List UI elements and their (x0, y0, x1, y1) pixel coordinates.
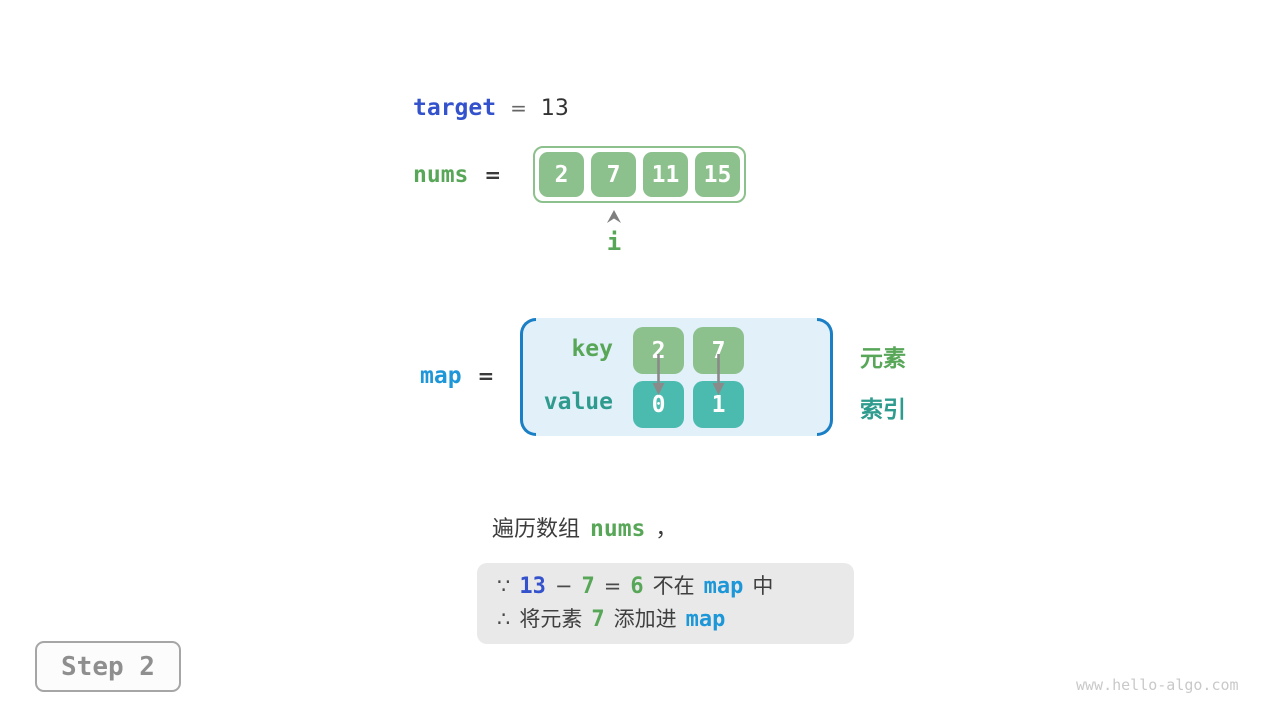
map-equals: = (477, 364, 495, 388)
note-map-ref: map (703, 574, 744, 599)
map-value-annotation: 索引 (860, 397, 906, 423)
nums-variable: nums (413, 162, 469, 188)
therefore-symbol: ∴ (497, 607, 511, 631)
array-cell-value: 11 (651, 161, 680, 188)
array-cell-value: 15 (703, 161, 732, 188)
key-to-value-arrow-icon (652, 354, 665, 395)
map-value-value: 1 (711, 391, 726, 418)
reasoning-line-2: ∴ 将元素 7 添加进 map (497, 603, 854, 636)
map-value-row-label: value (543, 389, 613, 415)
note-text-in: 中 (752, 574, 774, 598)
map-variable: map (420, 363, 462, 389)
note-equals: = (603, 574, 622, 598)
map-key-annotation: 元素 (860, 346, 906, 372)
note-text-prefix: 将元素 (519, 607, 583, 631)
map-key-value: 7 (711, 337, 726, 364)
note-minuend: 13 (519, 574, 546, 599)
nums-label: nums = (413, 162, 501, 188)
array-cell: 7 (591, 152, 636, 197)
reasoning-line-1: ∵ 13 − 7 = 6 不在 map 中 (497, 570, 854, 603)
nums-equals: = (484, 163, 502, 187)
map-key-box: 2 (633, 327, 684, 374)
target-value: 13 (540, 96, 569, 121)
key-to-value-arrow-icon (712, 354, 725, 395)
map-label: map = (420, 363, 494, 389)
caption-text: 遍历数组 (492, 517, 581, 542)
note-difference: 6 (630, 574, 644, 599)
map-left-bracket (520, 318, 536, 436)
array-cell: 15 (695, 152, 740, 197)
target-equals: = (510, 96, 527, 120)
caption-comma: ， (655, 517, 678, 542)
map-right-bracket (817, 318, 833, 436)
array-cell: 2 (539, 152, 584, 197)
note-text-not-in: 不在 (652, 574, 695, 598)
caption-nums-variable: nums (590, 516, 646, 542)
map-value-value: 0 (651, 391, 666, 418)
map-key-value: 2 (651, 337, 666, 364)
note-element: 7 (591, 607, 605, 632)
array-cell: 11 (643, 152, 688, 197)
target-variable: target (413, 95, 497, 121)
array-cell-value: 7 (606, 161, 621, 188)
step-badge: Step 2 (35, 641, 181, 692)
target-line: target = 13 (413, 95, 569, 121)
because-symbol: ∵ (497, 574, 511, 598)
nums-array: 2 7 11 15 (533, 146, 746, 203)
reasoning-note: ∵ 13 − 7 = 6 不在 map 中 ∴ 将元素 7 添加进 map (477, 563, 854, 644)
note-subtrahend: 7 (581, 574, 595, 599)
map-container: key value 2 7 0 1 (520, 318, 833, 436)
index-pointer-arrow-icon (607, 210, 621, 223)
note-text-suffix: 添加进 (613, 607, 677, 631)
watermark: www.hello-algo.com (1076, 676, 1239, 694)
index-pointer-label: i (606, 228, 622, 256)
caption-line: 遍历数组 nums ， (492, 511, 677, 543)
array-cell-value: 2 (554, 161, 569, 188)
note-minus: − (554, 574, 573, 598)
map-key-row-label: key (571, 336, 613, 362)
note-map-ref: map (685, 607, 726, 632)
